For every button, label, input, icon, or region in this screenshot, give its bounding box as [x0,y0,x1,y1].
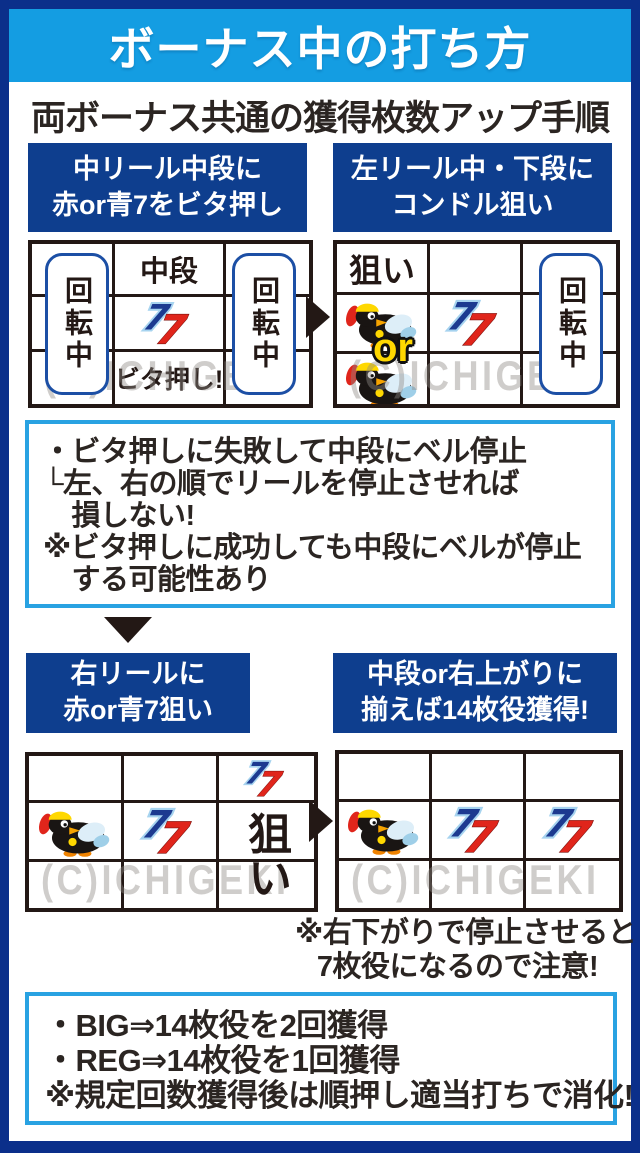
step-line: 揃えば14枚役獲得! [360,695,590,725]
step-box-left-reel: 左リール中・下段に コンドル狙い [333,143,612,232]
payout-box: ・BIG⇒14枚役を2回獲得 ・REG⇒14枚役を1回獲得 ※規定回数獲得後は順… [25,992,634,1125]
step-box-center-reel: 中リール中段に 赤or青7をビタ押し [28,143,307,232]
page-border-right [631,0,640,1153]
payout-line: ※規定回数獲得後は順押し適当打ちで消化! [45,1078,634,1113]
right-arrow-icon [306,296,330,338]
note-line: ※ビタ押しに成功しても中段にベルが停止 [43,532,582,564]
reel-cell [337,295,430,354]
spinning-pill: 回転中 [539,253,603,395]
step-line: コンドル狙い [391,189,554,220]
spinning-label: 回転中 [249,276,280,372]
payout-line: ・BIG⇒14枚役を2回獲得 [45,1008,388,1043]
middle-row-label: 中段 [139,255,198,288]
reel-cell [430,295,523,354]
note-line: └左、右の順でリールを停止させれば [43,468,520,500]
note-line: ・ビタ押しに失敗して中段にベル停止 [43,436,527,468]
or-label: or [373,326,413,370]
reel-grid-condor-aim: 狙い 回転中 or (C)ICHIGEKI [333,240,620,408]
down-arrow-icon [104,617,152,643]
reel-cell [124,862,219,908]
condor-icon [36,811,112,857]
reel-grid-center-push: 中段 ビタ押し! 回転中 回転中 (C)ICHIGEKI [28,240,313,408]
step-line: 赤or青7をビタ押し [51,189,284,220]
reel-cell [432,801,526,861]
reel-cell [432,860,526,908]
section-subtitle: 両ボーナス共通の獲得枚数アップ手順 [30,99,610,138]
reel-cell [337,354,430,404]
note-box: ・ビタ押しに失敗して中段にベル停止 └左、右の順でリールを停止させれば 損しない… [25,420,615,608]
right-arrow-icon [309,800,333,842]
spinning-pill: 回転中 [232,253,296,395]
spinning-label: 回転中 [62,276,93,372]
step-line: 左リール中・下段に [351,153,594,184]
reel-cell: ビタ押し! [114,351,227,404]
caution-line: ※右下がりで停止させると [295,917,637,949]
step-line: 中リール中段に [73,153,262,184]
step-line: 赤or青7狙い [62,695,214,725]
bita-push-label: ビタ押し! [114,365,224,394]
header-band: ボーナス中の打ち方 [9,9,631,82]
note-line: する可能性あり [43,564,272,596]
caution-line: 7枚役になるので注意! [316,951,599,983]
spinning-label: 回転中 [556,276,587,372]
seven-icon [529,804,615,856]
page-border-left [0,0,9,1153]
aim-label: 狙い [349,252,415,289]
reel-cell [124,756,219,803]
step-line: 右リールに [70,659,206,690]
reel-cell: 狙い [337,244,430,295]
reel-cell [32,351,115,404]
reel-cell [430,354,523,404]
page-title: ボーナス中の打ち方 [108,22,532,75]
seven-icon [134,298,195,347]
reel-grid-right-aim: 狙い (C)ICHIGEKI [25,752,318,912]
seven-icon [433,297,518,349]
reel-cell [29,803,124,862]
reel-cell [219,756,314,803]
page-border-top [0,0,640,9]
reel-grid-result: (C)ICHIGEKI [335,750,623,912]
step-box-payout: 中段or右上がりに 揃えば14枚役獲得! [333,653,617,733]
reel-cell [339,754,433,802]
reel-cell [525,802,619,861]
reel-cell [430,244,523,295]
reel-cell: 中段 [114,244,227,297]
reel-cell [124,803,219,862]
reel-cell [339,801,433,861]
condor-icon [345,809,421,855]
reel-cell [29,862,124,908]
reel-cell [432,754,526,802]
spinning-pill: 回転中 [45,253,109,395]
step-line: 中段or右上がりに [367,659,583,690]
payout-line: ・REG⇒14枚役を1回獲得 [45,1043,400,1078]
reel-cell [29,756,124,803]
seven-icon [237,757,289,799]
reel-cell [525,754,619,802]
footer-bar [0,1141,640,1153]
aim-vertical-label: 狙い [241,811,290,899]
reel-cell [526,861,619,909]
reel-cell [219,803,314,862]
reel-cell [114,296,227,352]
caution-note: ※右下がりで停止させると 7枚役になるので注意! [295,916,637,984]
note-line: 損しない! [43,500,196,532]
reel-cell [339,860,433,908]
step-box-right-reel: 右リールに 赤or青7狙い [26,653,250,733]
seven-icon [127,805,213,857]
seven-icon [435,804,520,856]
